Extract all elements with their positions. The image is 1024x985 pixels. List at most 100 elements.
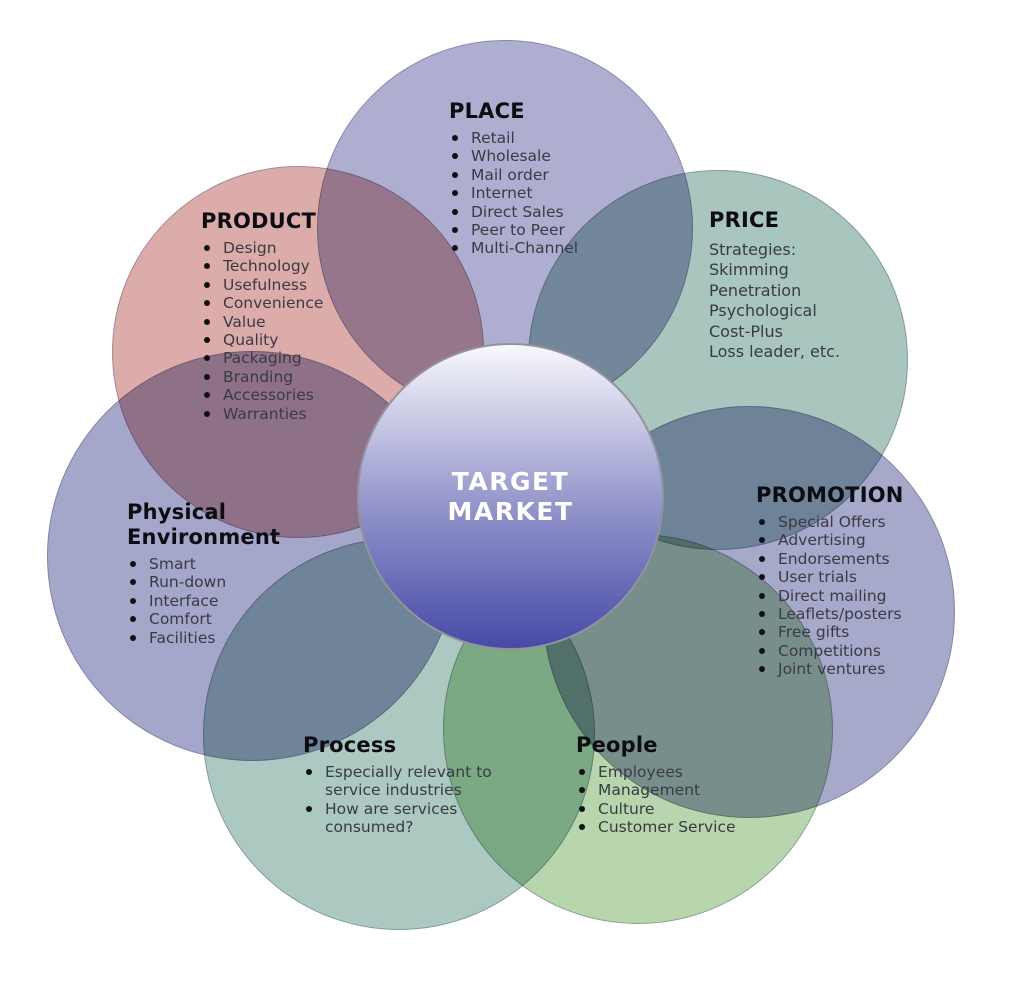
list-item: Free gifts xyxy=(756,623,972,641)
list-item-text: Mail order xyxy=(471,165,549,184)
bullet-icon xyxy=(204,337,210,344)
list-item: Technology xyxy=(201,257,421,275)
bullet-icon xyxy=(759,629,765,636)
list-item: Interface xyxy=(127,592,312,610)
bullet-icon xyxy=(579,824,585,831)
list-item-text: Design xyxy=(223,239,277,257)
list-item-text: Penetration xyxy=(709,280,802,300)
list-item: Comfort xyxy=(127,610,312,628)
bullet-icon xyxy=(204,263,210,270)
list-item-text: Comfort xyxy=(149,610,212,629)
list-item: Internet xyxy=(449,184,679,202)
place-title: PLACE xyxy=(449,99,525,123)
bullet-icon xyxy=(452,153,458,160)
list-item: Leaflets/posters xyxy=(756,605,972,623)
list-item: Skimming xyxy=(709,260,921,280)
price-title: PRICE xyxy=(709,208,780,232)
product-title: PRODUCT xyxy=(201,209,317,233)
list-item-text: Usefulness xyxy=(223,275,308,294)
list-item-text: Employees xyxy=(598,763,683,781)
list-item-text: Endorsements xyxy=(778,549,890,568)
list-item-text: Value xyxy=(223,312,266,331)
bullet-icon xyxy=(130,634,136,641)
list-item: Design xyxy=(201,239,421,257)
bullet-icon xyxy=(452,171,458,178)
bullet-icon xyxy=(759,592,765,599)
list-item-text: Skimming xyxy=(709,260,789,280)
list-item: Accessories xyxy=(201,386,421,404)
list-item-text: Quality xyxy=(223,331,279,350)
list-item-text: Psychological xyxy=(709,301,817,321)
process-title: Process xyxy=(303,733,397,757)
process-section: Process Especially relevant to service i… xyxy=(303,733,515,837)
bullet-icon xyxy=(204,392,210,399)
list-item-text: Culture xyxy=(598,799,655,818)
list-item: How are services consumed? xyxy=(303,800,515,837)
list-item: Value xyxy=(201,313,421,331)
bullet-icon xyxy=(204,373,210,380)
list-item-text: Accessories xyxy=(223,386,314,405)
people-title: People xyxy=(576,733,658,757)
process-items: Especially relevant to service industrie… xyxy=(303,763,515,837)
list-item: Peer to Peer xyxy=(449,221,679,239)
bullet-icon xyxy=(452,245,458,252)
list-item-text: Management xyxy=(598,781,701,800)
bullet-icon xyxy=(759,555,765,562)
list-item: Quality xyxy=(201,331,421,349)
bullet-icon xyxy=(759,647,765,654)
bullet-icon xyxy=(759,519,765,525)
list-item-text: Joint ventures xyxy=(778,660,886,679)
target-market-circle: TARGET MARKET xyxy=(357,343,664,650)
list-item: Smart xyxy=(127,555,312,573)
list-item-text: Convenience xyxy=(223,294,324,313)
list-item: Special Offers xyxy=(756,513,972,531)
list-item: Competitions xyxy=(756,642,972,660)
list-item: Direct mailing xyxy=(756,587,972,605)
list-item: Direct Sales xyxy=(449,203,679,221)
list-item-text: Cost-Plus xyxy=(709,321,783,341)
bullet-icon xyxy=(759,574,765,581)
list-item-text: Free gifts xyxy=(778,623,850,642)
list-item-text: Technology xyxy=(223,257,310,276)
bullet-icon xyxy=(204,245,210,251)
list-item: Cost-Plus xyxy=(709,322,921,342)
list-item-text: Interface xyxy=(149,591,219,610)
list-item-text: Smart xyxy=(149,555,196,573)
list-item-text: Facilities xyxy=(149,628,216,647)
list-item-text: Competitions xyxy=(778,641,881,660)
list-item: Strategies: xyxy=(709,240,921,260)
bullet-icon xyxy=(130,597,136,604)
list-item: Especially relevant to service industrie… xyxy=(303,763,515,800)
target-market-line2: MARKET xyxy=(447,496,574,526)
list-item-text: Peer to Peer xyxy=(471,221,565,240)
list-item: Warranties xyxy=(201,405,421,423)
bullet-icon xyxy=(130,579,136,586)
bullet-icon xyxy=(759,666,765,673)
list-item-text: Packaging xyxy=(223,349,302,368)
physical-environment-title: Physical Environment xyxy=(127,500,281,549)
list-item: Convenience xyxy=(201,294,421,312)
bullet-icon xyxy=(452,135,458,141)
bullet-icon xyxy=(759,537,765,544)
list-item-text: How are services consumed? xyxy=(325,799,458,837)
list-item: Employees xyxy=(576,763,811,781)
list-item: Penetration xyxy=(709,281,921,301)
list-item: Packaging xyxy=(201,349,421,367)
list-item-text: Multi-Channel xyxy=(471,239,579,258)
list-item-text: Loss leader, etc. xyxy=(709,342,841,362)
list-item: Customer Service xyxy=(576,818,811,836)
bullet-icon xyxy=(579,787,585,794)
target-market-label: TARGET MARKET xyxy=(448,467,574,527)
list-item-text: Especially relevant to service industrie… xyxy=(325,763,492,800)
list-item-text: Direct Sales xyxy=(471,202,564,221)
list-item: Advertising xyxy=(756,531,972,549)
list-item: Multi-Channel xyxy=(449,239,679,257)
